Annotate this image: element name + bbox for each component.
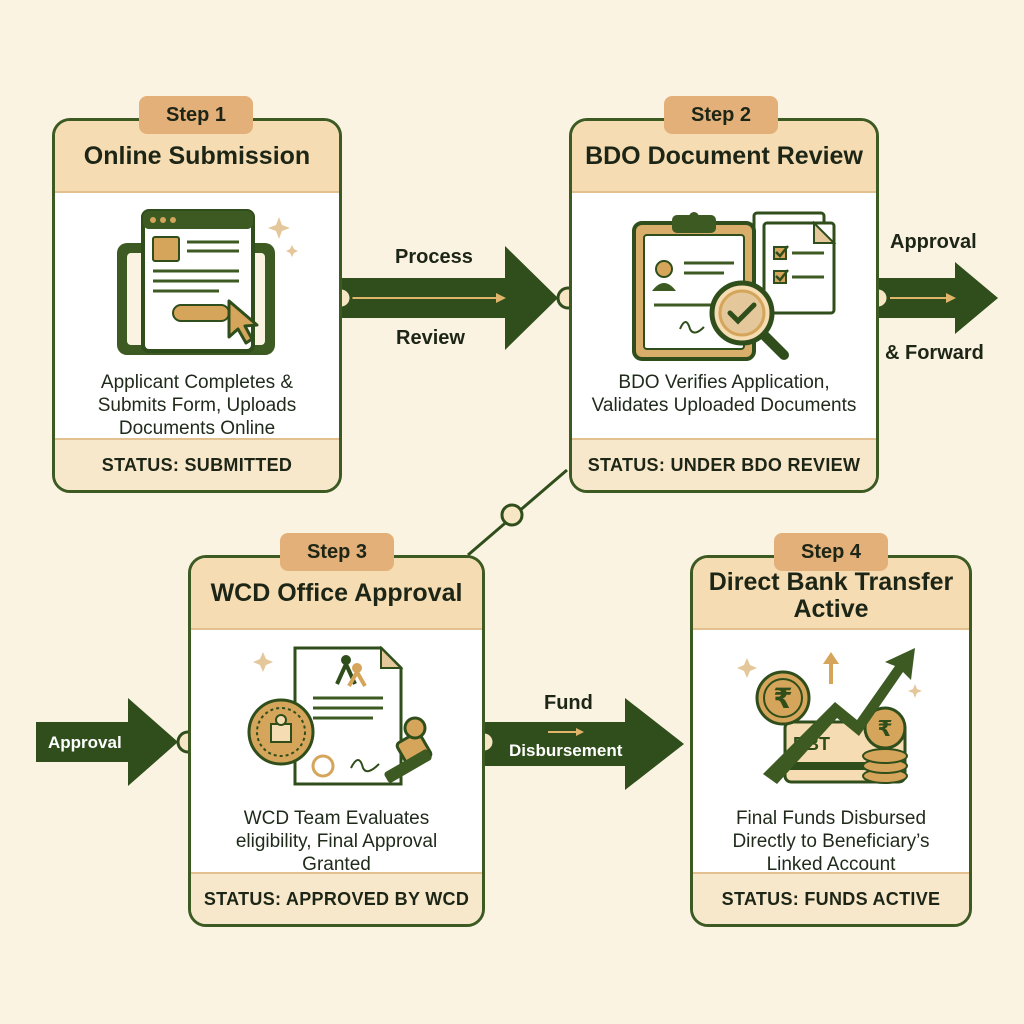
connector-label-review: Review bbox=[396, 327, 465, 349]
step-description: WCD Team Evaluates eligibility, Final Ap… bbox=[235, 808, 438, 875]
step-card-3: WCD Office Approval WCD Team Evaluates e… bbox=[188, 555, 485, 927]
connector-label-fund: Fund bbox=[544, 692, 593, 714]
document-review-icon bbox=[632, 211, 837, 361]
connector-label-forward: & Forward bbox=[885, 342, 984, 364]
arrow-inner-head bbox=[496, 293, 506, 303]
status-label: STATUS: UNDER BDO REVIEW bbox=[572, 438, 876, 490]
arrow-inner-head bbox=[576, 728, 584, 736]
step-badge-3: Step 3 bbox=[280, 533, 394, 571]
connector-label-approval-in: Approval bbox=[48, 733, 122, 752]
status-label: STATUS: APPROVED BY WCD bbox=[191, 872, 482, 924]
arrow-into-step3 bbox=[36, 698, 178, 786]
step-description: Final Funds Disbursed Directly to Benefi… bbox=[732, 808, 930, 875]
status-label: STATUS: FUNDS ACTIVE bbox=[693, 872, 969, 924]
bank-transfer-icon: DBT ₹ ₹ bbox=[737, 648, 922, 784]
connector-label-disbursement: Disbursement bbox=[509, 741, 623, 760]
rupee-symbol: ₹ bbox=[773, 682, 792, 715]
rupee-symbol: ₹ bbox=[877, 717, 892, 742]
connector-node bbox=[500, 503, 524, 527]
step-description: BDO Verifies Application, Validates Uplo… bbox=[591, 372, 857, 416]
step-badge-4: Step 4 bbox=[774, 533, 888, 571]
arrow-step3-to-step4 bbox=[484, 698, 684, 790]
step-badge-1: Step 1 bbox=[139, 96, 253, 134]
approval-certificate-icon bbox=[247, 645, 433, 786]
status-label: STATUS: SUBMITTED bbox=[55, 438, 339, 490]
step-description: Applicant Completes & Submits Form, Uplo… bbox=[97, 372, 297, 439]
online-form-icon bbox=[117, 209, 298, 355]
arrow-inner-head bbox=[946, 293, 956, 303]
step-card-4: Direct Bank Transfer Active DBT ₹ ₹ Fina… bbox=[690, 555, 972, 927]
step-badge-2: Step 2 bbox=[664, 96, 778, 134]
step-card-2: BDO Document Review BDO Verifies Applica… bbox=[569, 118, 879, 493]
step-title: Direct Bank Transfer Active bbox=[693, 558, 969, 630]
step-card-1: Online Submission Applicant Completes & … bbox=[52, 118, 342, 493]
connector-label-approval: Approval bbox=[890, 231, 977, 253]
connector-label-process: Process bbox=[395, 246, 473, 268]
